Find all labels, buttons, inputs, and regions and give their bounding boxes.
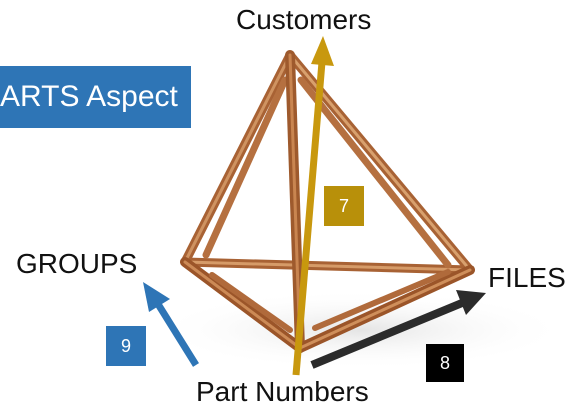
groups-count-badge: 9: [106, 326, 146, 366]
files-count-badge: 8: [426, 344, 464, 382]
part-numbers-label: Part Numbers: [196, 376, 369, 407]
aspect-title-box: ARTS Aspect: [0, 66, 191, 128]
customers-label: Customers: [236, 4, 372, 35]
customers-arrow: [292, 36, 334, 376]
files-label: FILES: [488, 262, 566, 293]
groups-label: GROUPS: [16, 248, 138, 279]
pyramid-shadow: [150, 290, 568, 370]
files-arrow: [310, 290, 486, 369]
groups-arrow: [143, 282, 199, 367]
customers-count-badge: 7: [324, 186, 364, 226]
